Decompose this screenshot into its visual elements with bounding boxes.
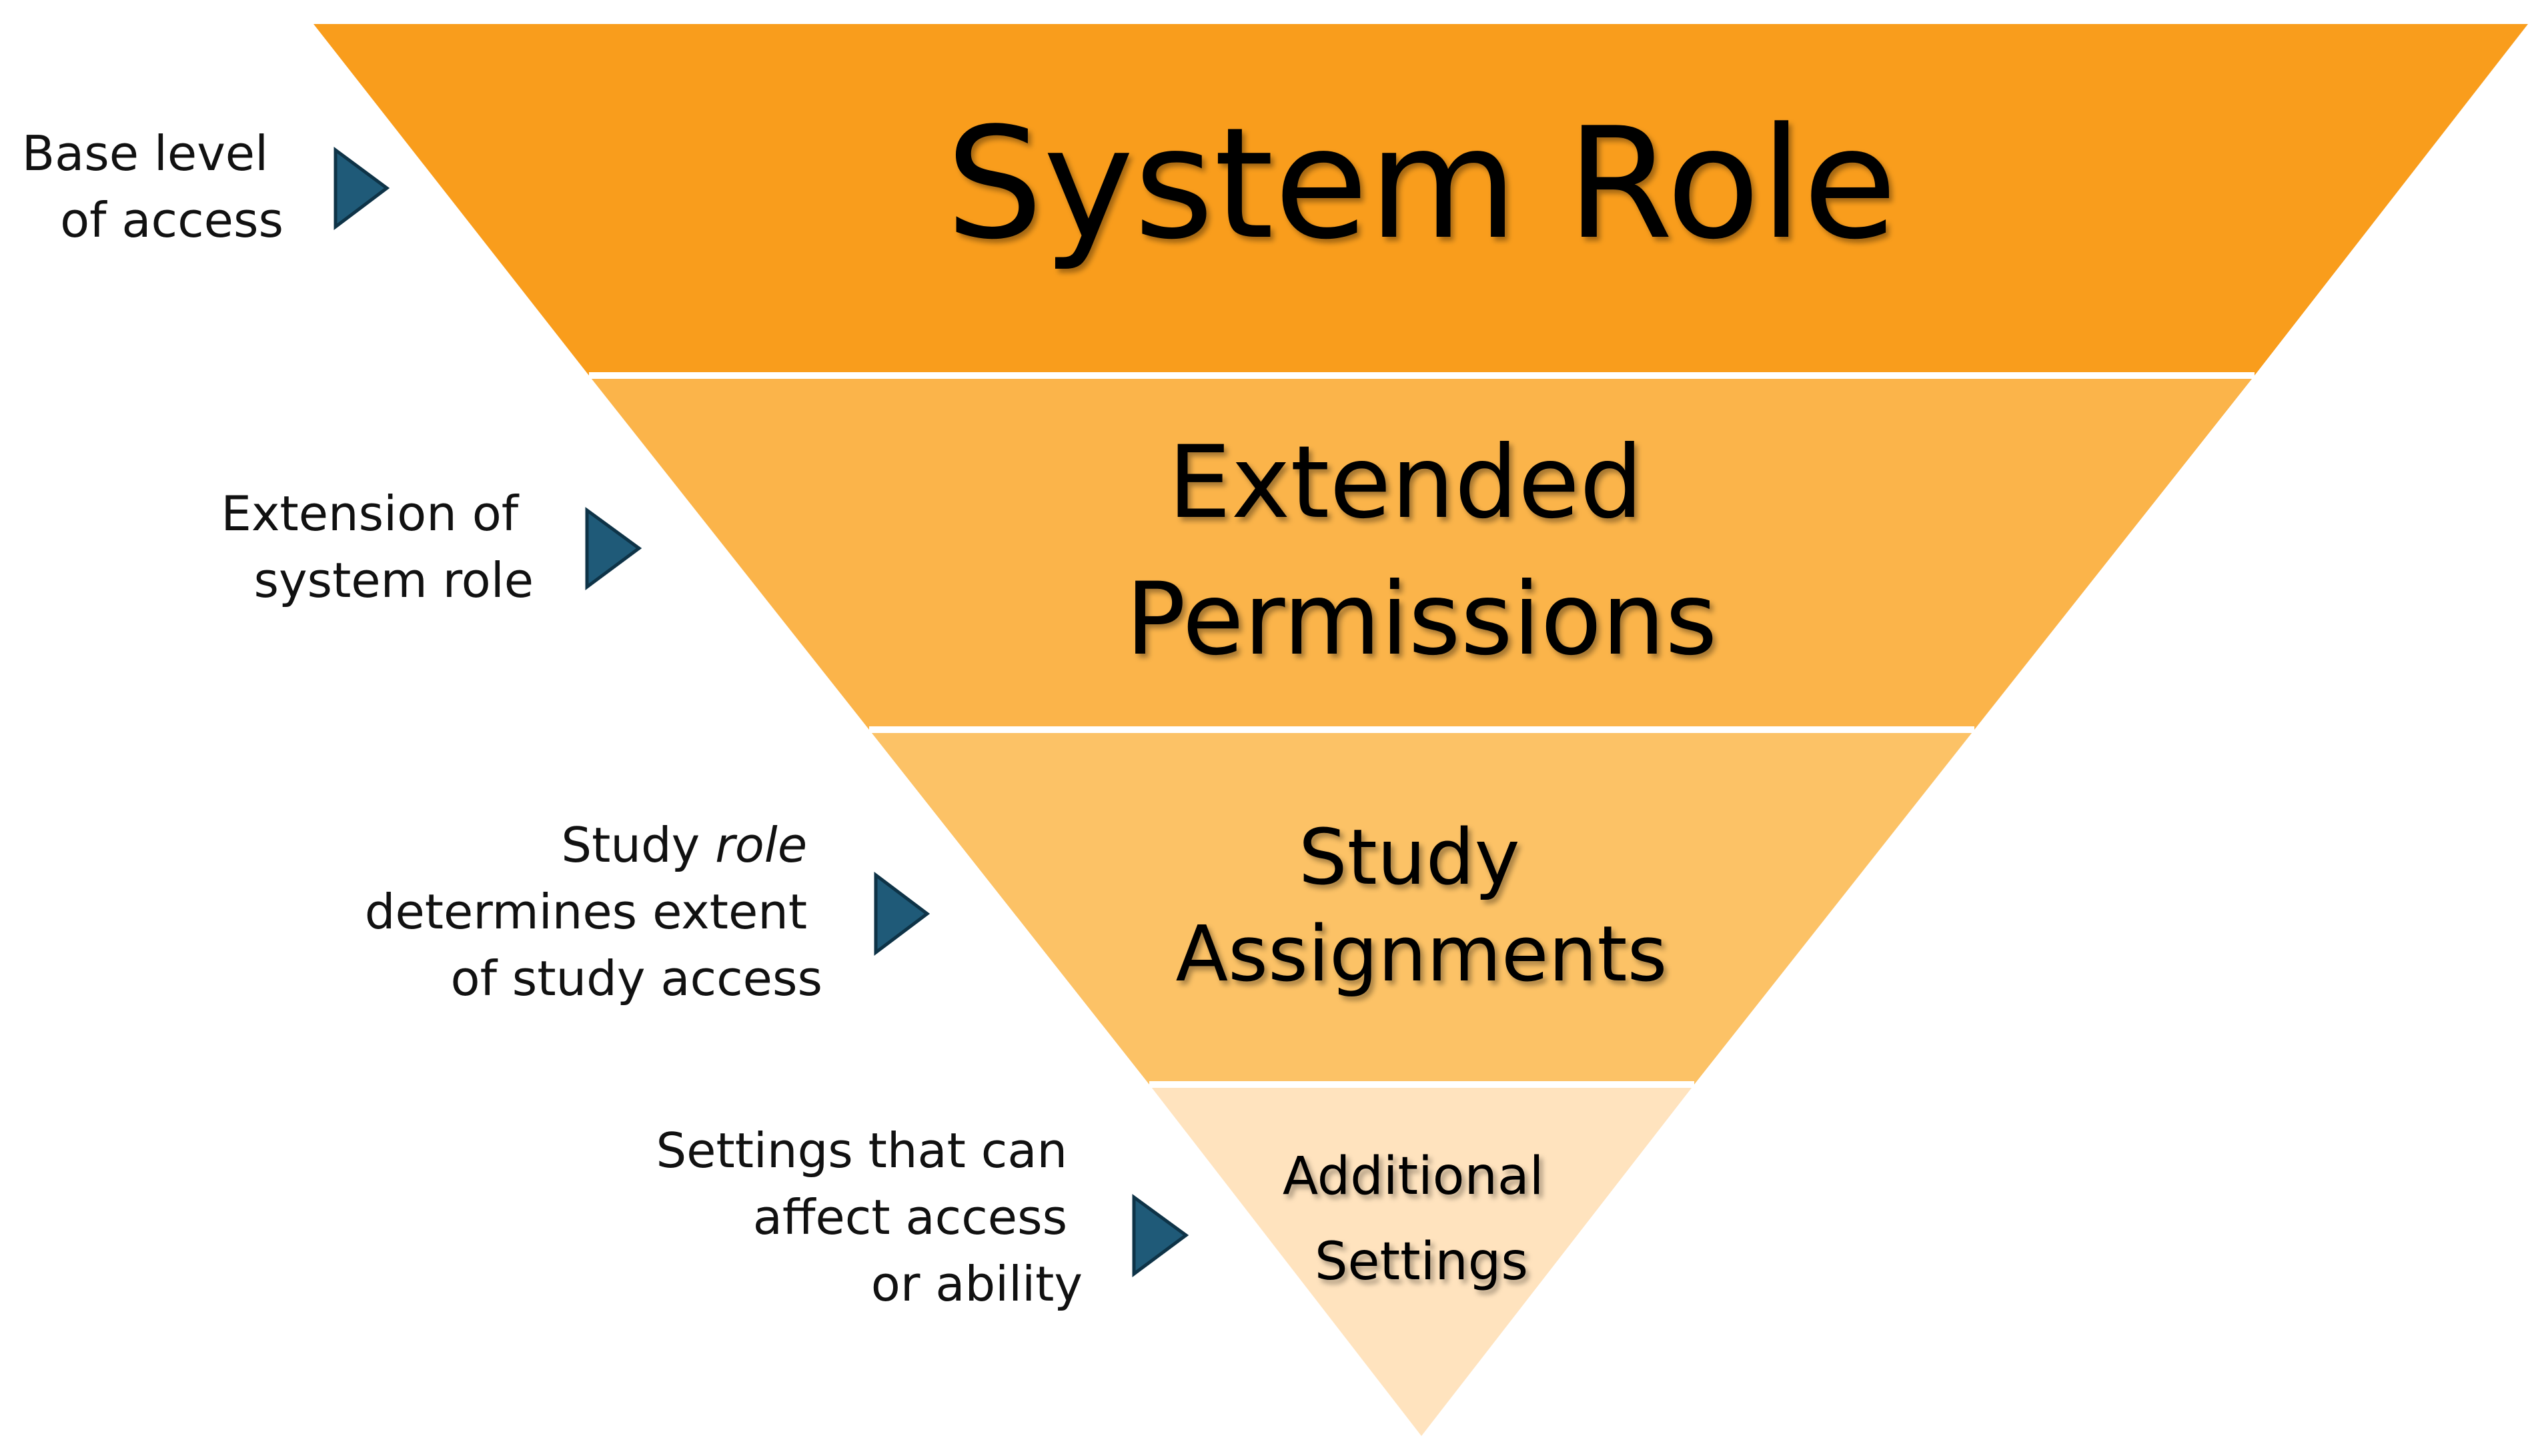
additional-settings-layer xyxy=(1149,1084,1694,1436)
base-level-label: Base level of access xyxy=(22,125,283,248)
study-assignments-layer xyxy=(869,730,1974,1084)
extended-permissions-title: Extended Permissions xyxy=(1125,425,1717,678)
settings-label: Settings that can affect access or abili… xyxy=(656,1123,1083,1312)
extension-label: Extension of system role xyxy=(221,486,534,608)
study-role-label: Study role determines extent of study ac… xyxy=(365,817,822,1006)
study-assignments-title: Study Assignments xyxy=(1176,813,1668,999)
additional-settings-title: Additional Settings xyxy=(1283,1147,1560,1292)
system-role-title: System Role xyxy=(946,95,1897,273)
arrow-right-icon xyxy=(585,507,642,590)
arrow-right-icon xyxy=(874,871,930,956)
arrow-right-icon xyxy=(1132,1194,1189,1277)
extended-permissions-layer xyxy=(589,376,2255,730)
system-role-layer xyxy=(313,24,2528,376)
arrow-right-icon xyxy=(334,147,390,231)
